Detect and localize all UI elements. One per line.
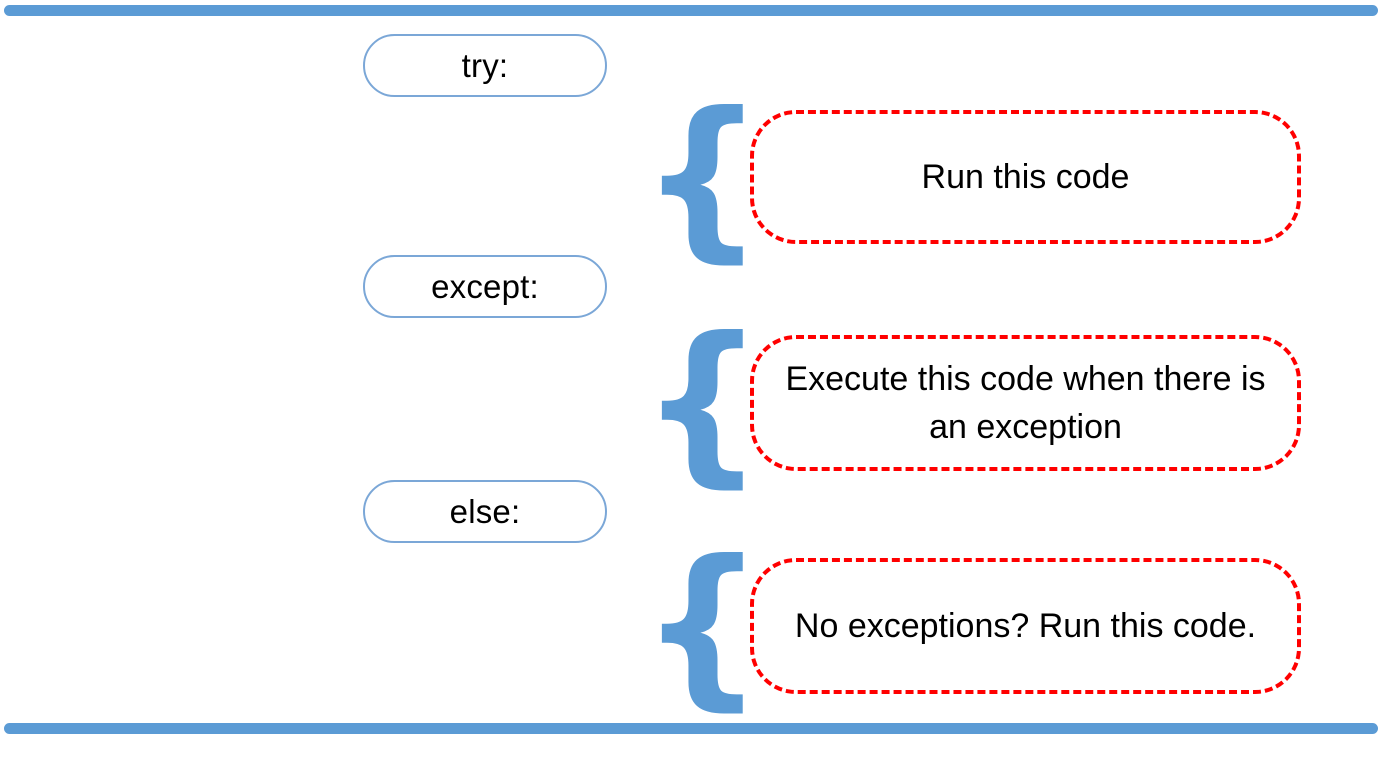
note-box-try: Run this code [750,110,1301,244]
note-box-except: Execute this code when there is an excep… [750,335,1301,471]
curly-brace-icon-except: { [640,301,765,504]
bottom-divider-rule [4,723,1378,734]
keyword-pill-except-label: except: [431,268,539,305]
keyword-pill-except[interactable]: except: [363,255,607,318]
curly-brace-icon-else: { [640,524,765,727]
top-divider-rule [4,5,1378,16]
keyword-pill-else-label: else: [449,493,521,530]
note-box-else-text: No exceptions? Run this code. [794,606,1257,645]
note-box-except-text: Execute this code when there is an excep… [785,359,1266,446]
curly-brace-icon-try: { [640,76,765,279]
note-box-else: No exceptions? Run this code. [750,558,1301,694]
keyword-pill-try[interactable]: try: [363,34,607,97]
keyword-pill-else[interactable]: else: [363,480,607,543]
note-box-try-text: Run this code [921,157,1130,196]
keyword-pill-try-label: try: [461,47,509,84]
